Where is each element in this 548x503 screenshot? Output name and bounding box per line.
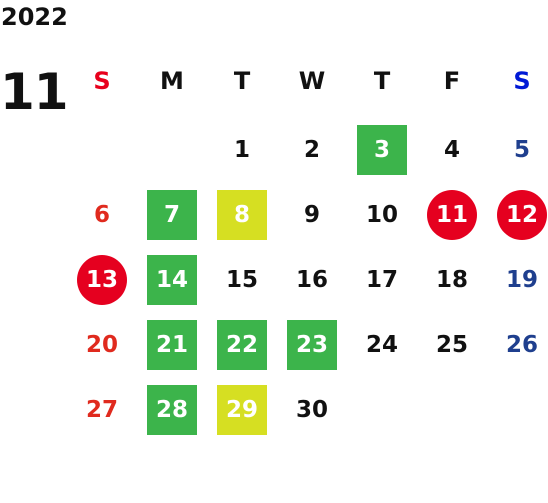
day-cell-21: 21 (147, 320, 197, 370)
day-cell-4: 4 (443, 137, 460, 163)
day-cell-13: 13 (77, 255, 127, 305)
day-cell-6: 6 (93, 202, 110, 228)
day-cell-15: 15 (225, 267, 258, 293)
day-cell-17: 17 (365, 267, 398, 293)
day-cell-2: 2 (303, 137, 320, 163)
day-cell-29: 29 (217, 385, 267, 435)
day-cell-3: 3 (357, 125, 407, 175)
year-label: 2022 (1, 3, 68, 31)
day-cell-25: 25 (435, 332, 468, 358)
day-cell-30: 30 (295, 397, 328, 423)
weekday-header-1: M (160, 67, 184, 95)
weekday-header-2: T (233, 67, 251, 95)
weekday-header-4: T (373, 67, 391, 95)
day-cell-11: 11 (427, 190, 477, 240)
day-cell-26: 26 (505, 332, 538, 358)
day-cell-23: 23 (287, 320, 337, 370)
day-cell-10: 10 (365, 202, 398, 228)
day-cell-18: 18 (435, 267, 468, 293)
day-cell-27: 27 (85, 397, 118, 423)
day-cell-1: 1 (233, 137, 250, 163)
day-cell-5: 5 (513, 137, 530, 163)
weekday-header-6: S (513, 67, 531, 95)
day-cell-19: 19 (505, 267, 538, 293)
day-cell-8: 8 (217, 190, 267, 240)
day-cell-12: 12 (497, 190, 547, 240)
day-cell-24: 24 (365, 332, 398, 358)
weekday-header-3: W (298, 67, 326, 95)
day-cell-16: 16 (295, 267, 328, 293)
weekday-header-5: F (443, 67, 461, 95)
weekday-header-0: S (93, 67, 111, 95)
day-cell-7: 7 (147, 190, 197, 240)
month-label: 11 (0, 63, 69, 121)
day-cell-22: 22 (217, 320, 267, 370)
day-cell-28: 28 (147, 385, 197, 435)
day-cell-9: 9 (303, 202, 320, 228)
day-cell-20: 20 (85, 332, 118, 358)
day-cell-14: 14 (147, 255, 197, 305)
